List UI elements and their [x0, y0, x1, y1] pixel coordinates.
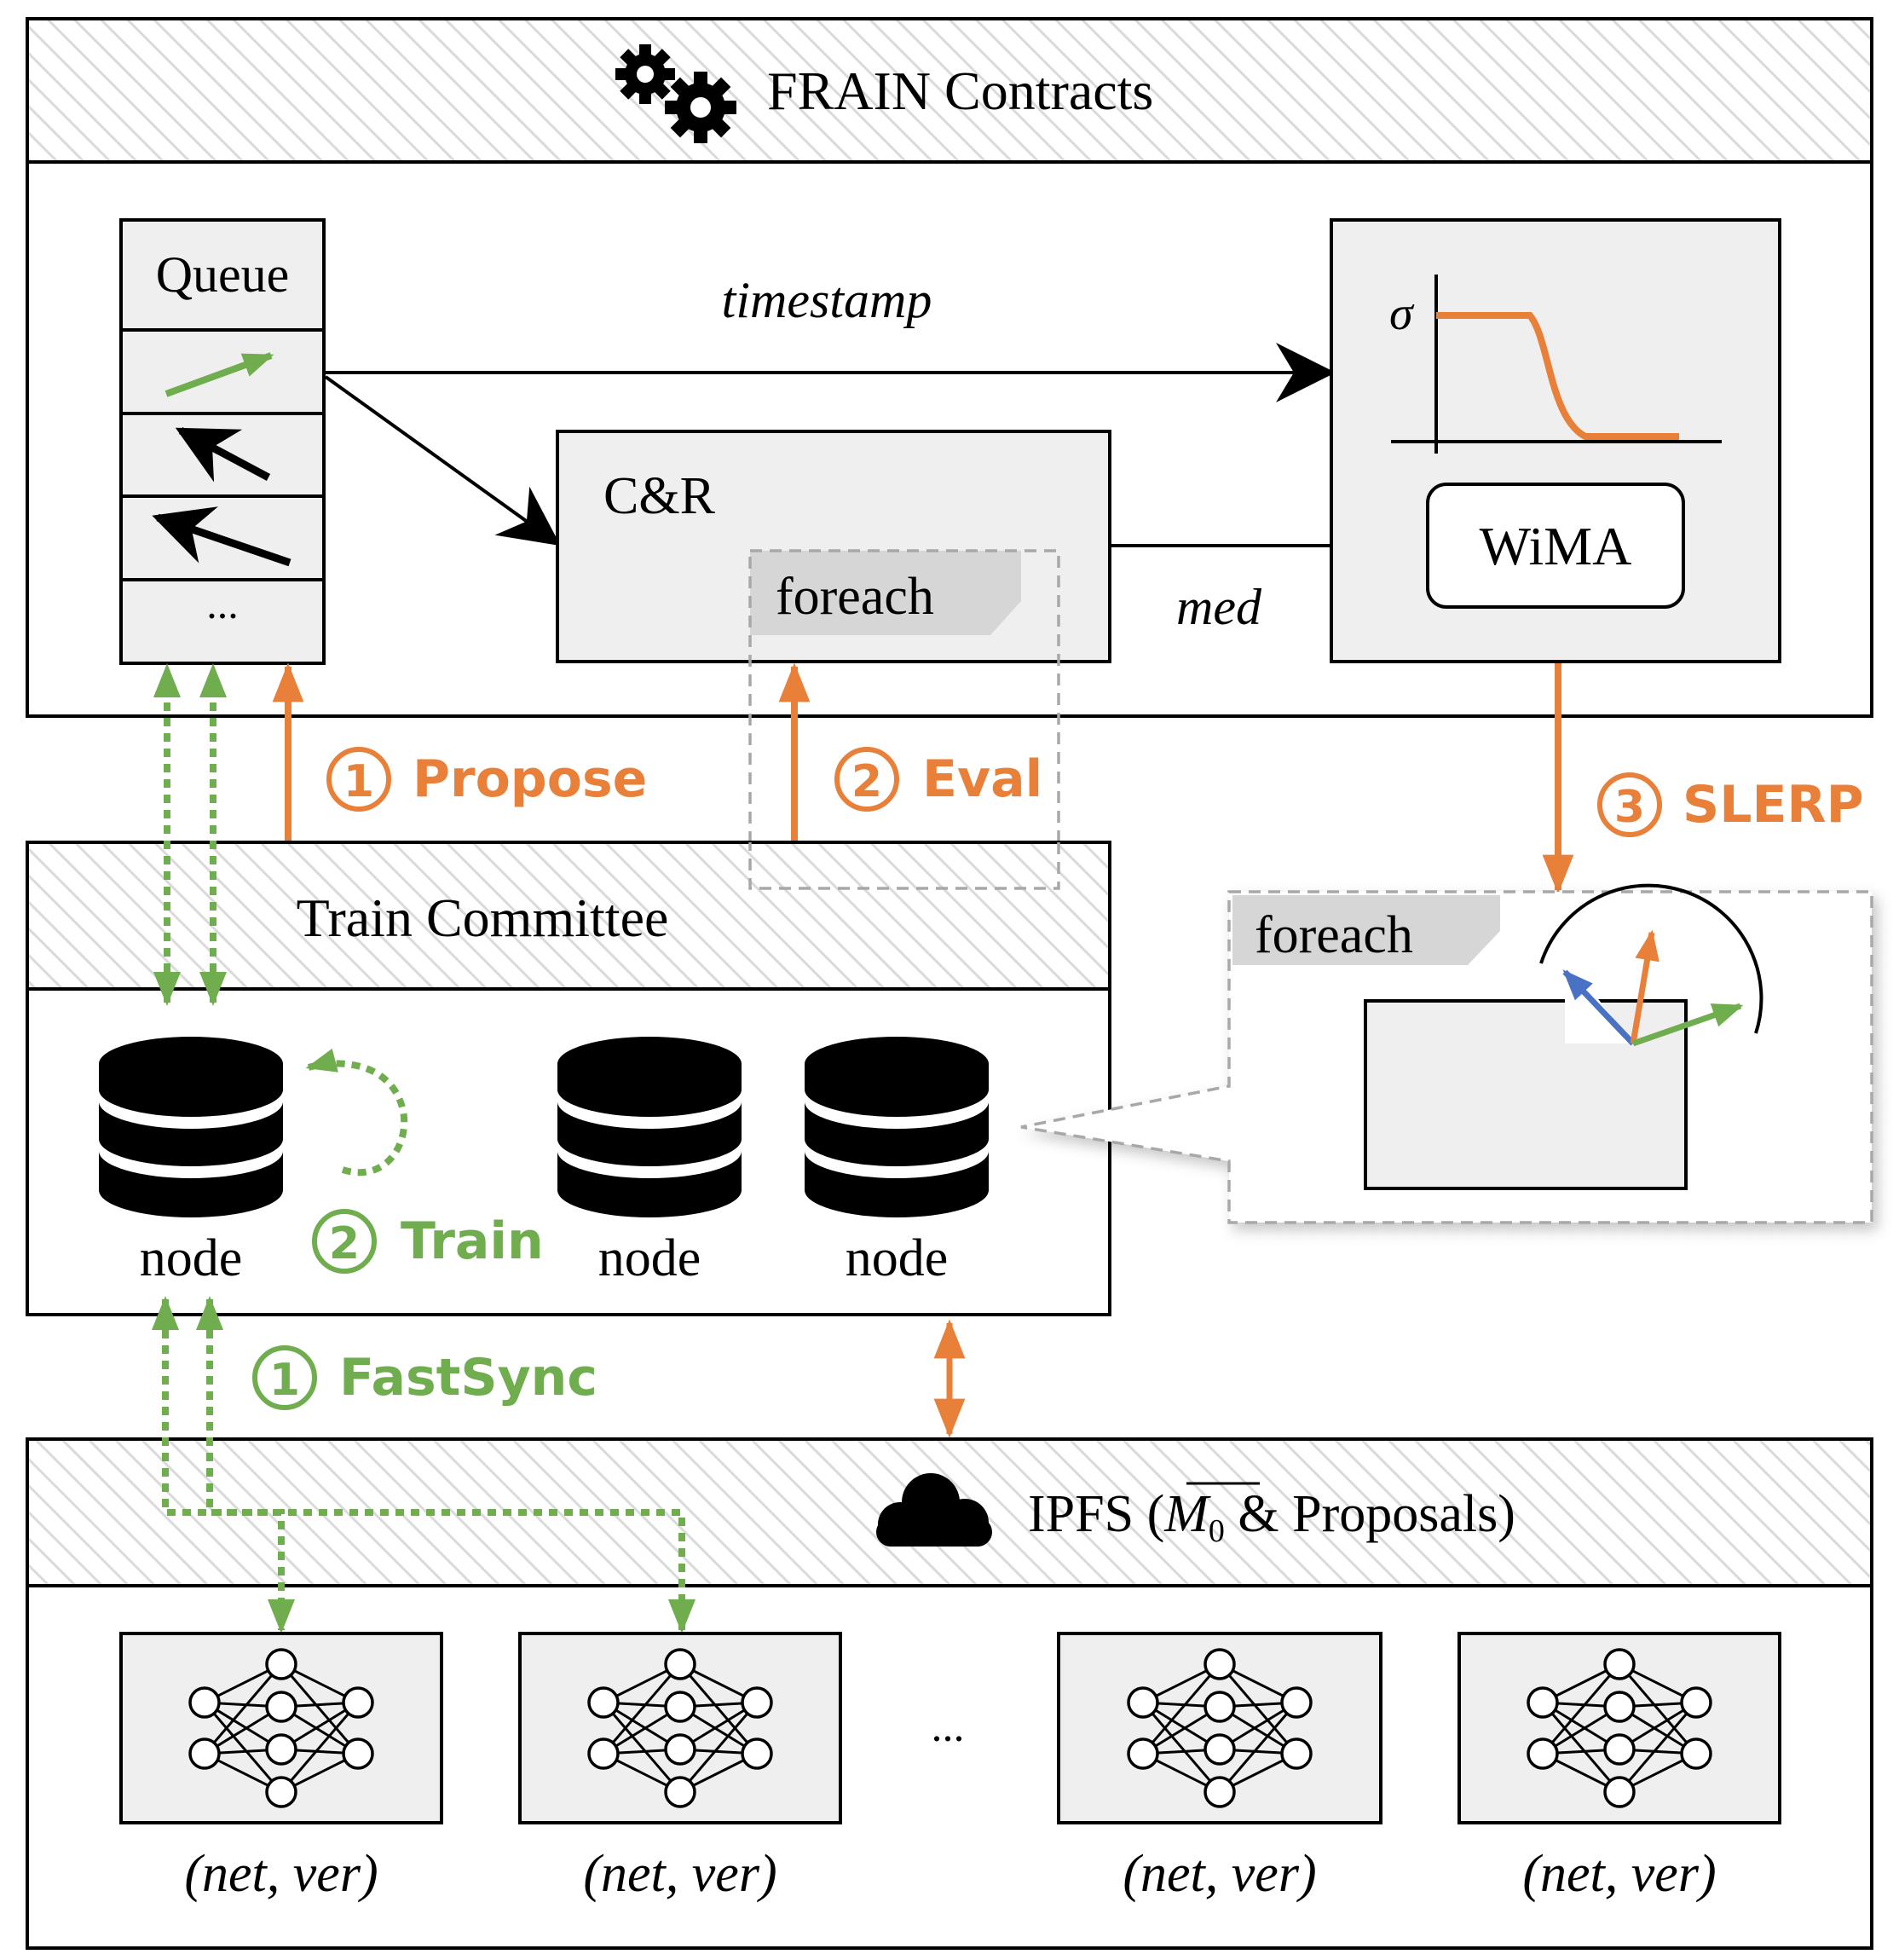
eval-step: 2 Eval — [834, 747, 1042, 812]
fastsync-step-number: 1 — [269, 1355, 300, 1406]
frain-contracts-title: FRAIN Contracts — [767, 61, 1153, 121]
fastsync-arrows — [152, 1296, 696, 1633]
eval-step-number: 2 — [851, 756, 882, 807]
eval-dashed-region — [748, 549, 1060, 890]
cloud-icon — [876, 1473, 992, 1547]
node-3-label: node — [846, 1229, 949, 1287]
queue-green-vector — [165, 352, 274, 397]
cr-foreach-label: foreach — [776, 568, 934, 626]
foreach-tab — [750, 551, 1021, 635]
callout-foreach-label: foreach — [1255, 906, 1413, 964]
node-3: node — [805, 1037, 989, 1287]
train-step: 2 Train — [312, 1209, 544, 1274]
node-1: node — [99, 1037, 283, 1287]
wima-panel: σ WiMA — [1330, 218, 1781, 663]
med-label: med — [1176, 579, 1262, 635]
train-committee-title: Train Committee — [297, 887, 669, 948]
model-box-2: (net, ver) — [518, 1632, 842, 1903]
train-step-label: Train — [401, 1211, 544, 1271]
model-box-3-label: (net, ver) — [1123, 1845, 1316, 1903]
ipfs-title: IPFS (M0 & Proposals) — [1028, 1485, 1515, 1549]
ipfs-title-suffix: & Proposals) — [1225, 1485, 1515, 1543]
sigma-curve — [1436, 312, 1679, 440]
node-1-label: node — [140, 1229, 243, 1287]
queue-more: ... — [206, 580, 239, 627]
sigma-label: σ — [1389, 287, 1415, 340]
gears-icon — [615, 44, 736, 143]
cr-box: C&R foreach — [556, 430, 1111, 663]
model-box-4: (net, ver) — [1457, 1632, 1781, 1903]
speech-callout: foreach — [1020, 883, 1873, 1224]
node-2: node — [557, 1037, 742, 1287]
ipfs-title-prefix: IPFS ( — [1028, 1485, 1164, 1543]
model-box-4-label: (net, ver) — [1522, 1845, 1716, 1903]
propose-step-label: Propose — [413, 749, 647, 809]
slerp-vectors — [1539, 883, 1763, 1047]
queue-black-vector — [175, 427, 271, 483]
slerp-step-label: SLERP — [1683, 775, 1864, 835]
timestamp-label: timestamp — [722, 272, 932, 328]
queue-box: Queue ... — [119, 218, 326, 665]
cr-label: C&R — [603, 467, 716, 525]
loop-arrow-icon — [305, 1048, 408, 1177]
eval-step-label: Eval — [922, 749, 1042, 809]
slerp-step: 3 SLERP — [1597, 772, 1864, 837]
queue-black-vector — [152, 506, 291, 567]
ipfs-title-symbol: M — [1163, 1485, 1211, 1543]
train-step-number: 2 — [329, 1218, 360, 1269]
model-box-1: (net, ver) — [119, 1632, 443, 1903]
propose-step-number: 1 — [343, 756, 374, 807]
foreach-tab — [1232, 895, 1500, 965]
wima-label: WiMA — [1480, 516, 1632, 576]
slerp-step-number: 3 — [1614, 782, 1645, 833]
fastsync-step: 1 FastSync — [252, 1345, 597, 1410]
model-box-2-label: (net, ver) — [583, 1845, 776, 1903]
queue-title: Queue — [156, 246, 290, 303]
propose-step: 1 Propose — [326, 747, 647, 812]
ipfs-title-subscript: 0 — [1209, 1513, 1225, 1549]
model-box-1-label: (net, ver) — [184, 1845, 378, 1903]
node-2-label: node — [598, 1229, 701, 1287]
model-box-3: (net, ver) — [1057, 1632, 1382, 1903]
model-ellipsis: ... — [932, 1703, 965, 1751]
fastsync-step-label: FastSync — [339, 1348, 597, 1408]
